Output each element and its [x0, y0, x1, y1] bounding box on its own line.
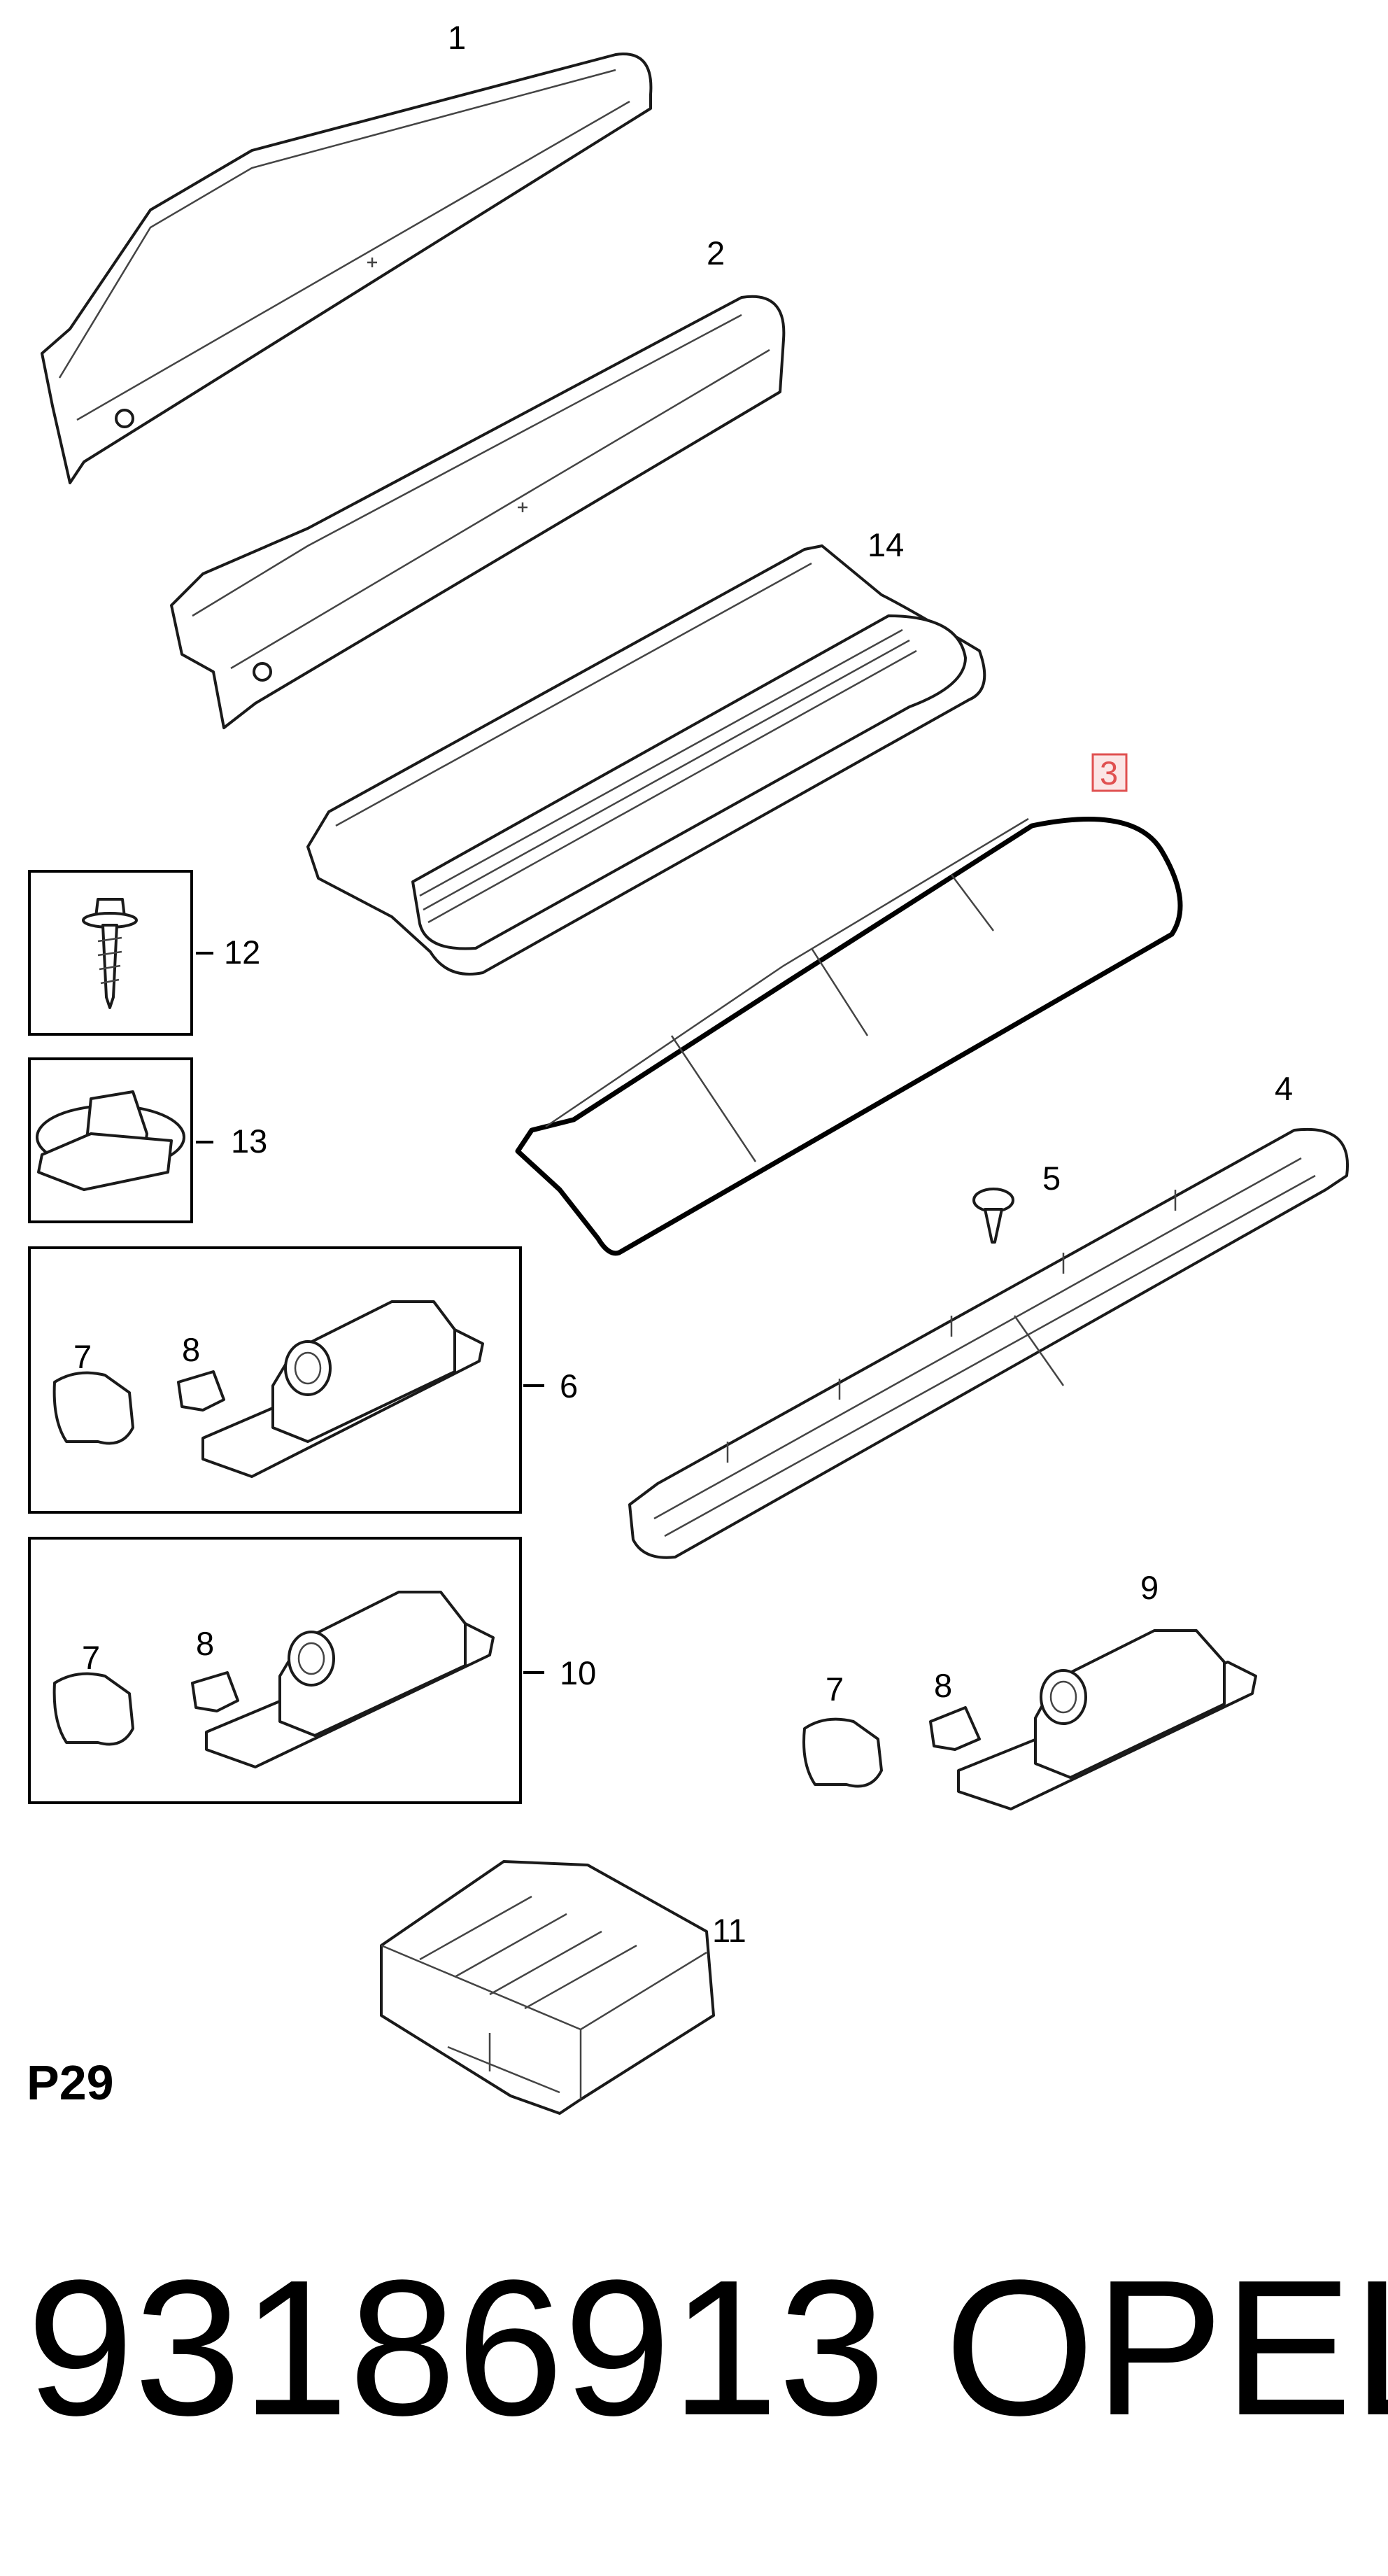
label-8-box10: 8 — [196, 1625, 214, 1662]
label-8-part9: 8 — [934, 1667, 952, 1704]
label-3-highlight — [1091, 753, 1128, 792]
part-3-lens — [515, 817, 1183, 1256]
label-8-box6: 8 — [182, 1331, 200, 1368]
callout-labels: 1 2 14 3 4 5 12 13 6 7 8 10 7 8 9 7 8 11 — [73, 19, 1293, 1949]
part-9-assembly — [802, 1629, 1257, 1810]
part-2-cover — [170, 295, 786, 729]
label-6: 6 — [560, 1367, 578, 1405]
label-5: 5 — [1042, 1160, 1061, 1197]
part-10-box — [28, 1537, 544, 1804]
part-1-cover — [41, 52, 653, 484]
label-7-box6: 7 — [73, 1338, 92, 1375]
label-9: 9 — [1140, 1569, 1159, 1606]
label-14: 14 — [868, 526, 904, 563]
part-number: 93186913 — [27, 2240, 886, 2456]
part-12-box — [28, 870, 213, 1036]
label-2: 2 — [707, 234, 725, 272]
page-reference: P29 — [27, 2055, 114, 2110]
part-11-module — [380, 1860, 715, 2115]
label-13: 13 — [231, 1122, 267, 1160]
part-6-box — [28, 1246, 544, 1514]
part-4-lightbar — [628, 1127, 1350, 1559]
label-12: 12 — [224, 934, 260, 971]
label-10: 10 — [560, 1654, 596, 1691]
label-4: 4 — [1275, 1070, 1293, 1107]
part-13-box — [28, 1057, 213, 1223]
label-7-box10: 7 — [82, 1639, 100, 1676]
label-1: 1 — [448, 19, 466, 56]
part-14-housing — [306, 544, 986, 976]
label-11: 11 — [712, 1912, 746, 1949]
brand-name: OPEL — [944, 2240, 1388, 2456]
label-7-part9: 7 — [826, 1670, 844, 1708]
label-3: 3 — [1100, 754, 1118, 791]
part-5-screw — [972, 1188, 1014, 1244]
